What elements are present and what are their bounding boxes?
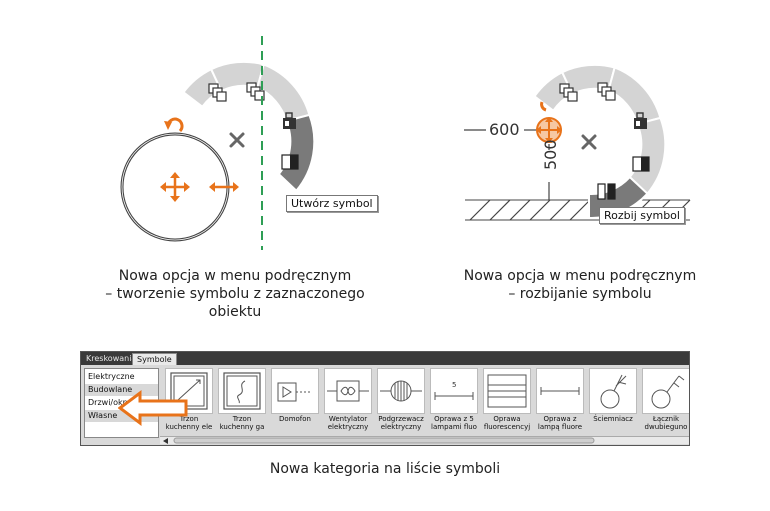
bottom-caption: Nowa kategoria na liście symboli [269, 461, 501, 477]
symbol-label: Domofon [279, 415, 311, 423]
symbol-thumb-intercom [271, 368, 319, 414]
category-doors-windows[interactable]: Drzwi/okna [88, 398, 133, 407]
copy-multiple-icon [246, 82, 265, 101]
move-icon[interactable] [160, 172, 190, 202]
panel-tabbar: Kreskowania Symbole [81, 352, 689, 365]
symbol-handle[interactable] [536, 117, 562, 143]
left-menu-seg-create-symbol[interactable] [277, 113, 316, 193]
rotate-icon[interactable] [540, 101, 547, 112]
left-caption-line1: Nowa opcja w menu podręcznym [118, 268, 352, 284]
right-menu-seg-paste[interactable] [607, 66, 662, 126]
copy-multiple-icon [597, 82, 616, 101]
left-illustration [120, 36, 316, 250]
symbol-thumb-dimmer [589, 368, 637, 414]
resize-icon[interactable] [209, 182, 239, 192]
left-radial-menu [182, 60, 316, 193]
right-caption: Nowa opcja w menu podręcznym – rozbijani… [450, 267, 710, 303]
symbol-panel: Kreskowania Symbole Elektryczne Budowlan… [80, 351, 690, 446]
symbol-thumb-fluo-5: 5 [430, 368, 478, 414]
copy-icon [559, 83, 578, 102]
tab-symbols[interactable]: Symbole [132, 353, 177, 365]
left-caption: Nowa opcja w menu podręcznym – tworzenie… [100, 267, 370, 321]
dim-label-500: 500 [541, 139, 560, 170]
paste-icon [634, 112, 647, 129]
symbol-label: Ściemniacz [593, 415, 633, 423]
rotate-icon[interactable] [164, 117, 184, 133]
category-list: Elektryczne Budowlane Drzwi/okna Własne [84, 368, 159, 438]
create-symbol-icon [632, 156, 650, 172]
right-caption-line1: Nowa opcja w menu podręcznym [463, 268, 697, 284]
symbol-thumb-switch [642, 368, 689, 414]
scroll-thumb [173, 437, 595, 444]
symbol-thumb-fluo [483, 368, 531, 414]
copy-icon [208, 83, 227, 102]
create-symbol-icon [281, 154, 299, 170]
category-electrical[interactable]: Elektryczne [88, 372, 135, 381]
symbol-item[interactable]: Ściemniacz [587, 368, 639, 435]
symbol-scrollbar[interactable] [160, 436, 689, 444]
symbol-item[interactable]: Domofon [269, 368, 321, 435]
explode-symbol-tooltip: Rozbij symbol [599, 207, 685, 224]
close-icon[interactable] [581, 134, 597, 150]
left-caption-line2: – tworzenie symbolu z zaznaczonego obiek… [105, 286, 365, 320]
symbol-thumb-heater [377, 368, 425, 414]
explode-symbol-icon [597, 183, 616, 200]
tab-hatching[interactable]: Kreskowania [86, 354, 137, 363]
symbol-thumb-fluo-lamp [536, 368, 584, 414]
highlight-arrow-icon [118, 390, 188, 426]
left-menu-seg-paste[interactable] [256, 63, 311, 123]
scroll-left-arrow-icon [163, 438, 168, 444]
create-symbol-tooltip: Utwórz symbol [286, 195, 378, 212]
close-icon[interactable] [229, 132, 245, 148]
dim-label-600: 600 [489, 120, 520, 139]
paste-icon [283, 112, 296, 129]
right-caption-line2: – rozbijanie symbolu [508, 286, 652, 302]
symbol-thumb-stove-gas [218, 368, 266, 414]
symbol-thumb-fan [324, 368, 372, 414]
thumb-number: 5 [452, 381, 456, 389]
